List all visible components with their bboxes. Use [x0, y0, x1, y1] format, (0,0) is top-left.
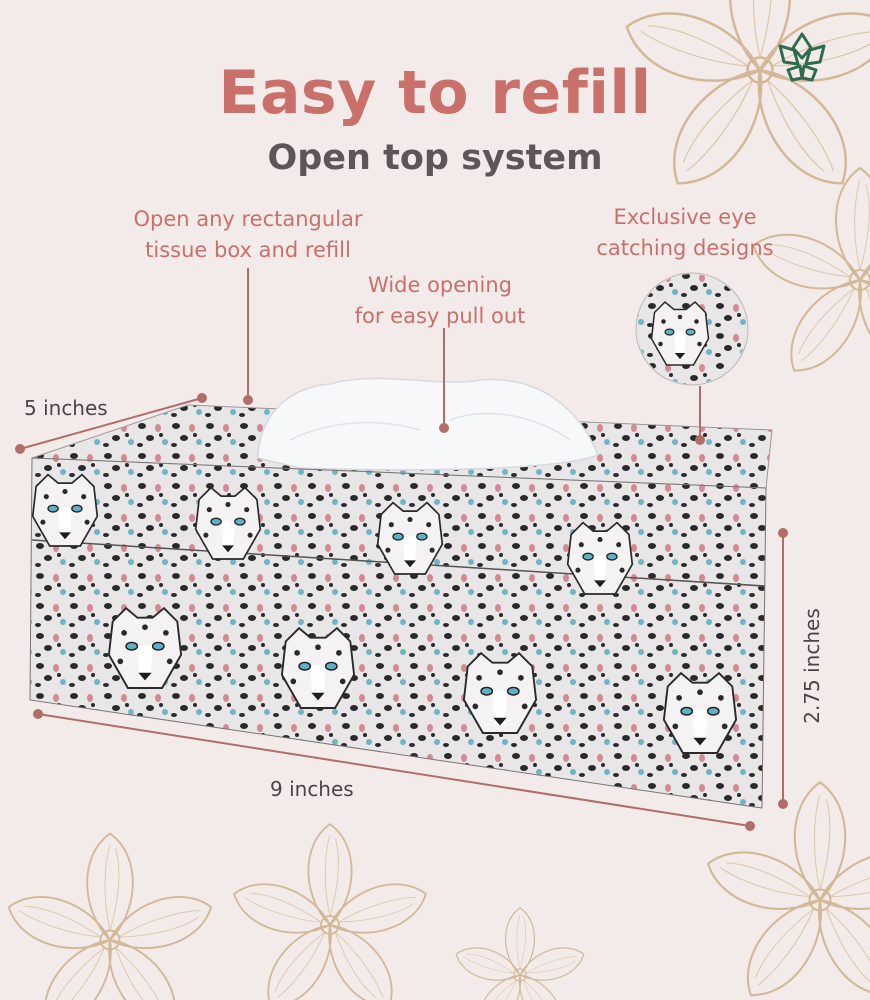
- design-callout: Exclusive eye catching designs: [575, 202, 795, 264]
- opening-callout: Wide opening for easy pull out: [300, 270, 580, 332]
- refill-callout: Open any rectangular tissue box and refi…: [98, 204, 398, 266]
- height-dimension-label: 2.75 inches: [800, 608, 824, 724]
- depth-dimension-label: 5 inches: [24, 396, 108, 420]
- headline-title: Easy to refill: [218, 58, 652, 128]
- opening-callout-line2: for easy pull out: [354, 304, 526, 328]
- refill-callout-line2: tissue box and refill: [145, 238, 351, 262]
- refill-callout-line1: Open any rectangular: [133, 207, 363, 231]
- headline-subtitle: Open top system: [267, 138, 603, 178]
- design-callout-line2: catching designs: [596, 236, 774, 260]
- design-callout-line1: Exclusive eye: [613, 205, 757, 229]
- length-dimension-label: 9 inches: [270, 777, 354, 801]
- opening-callout-line1: Wide opening: [368, 273, 512, 297]
